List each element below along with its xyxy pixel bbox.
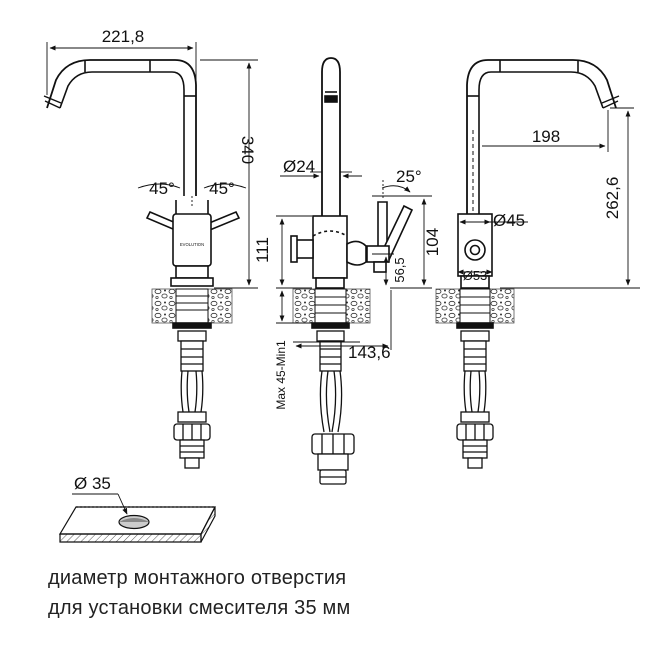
front-brand-label: EVOLUTION [180,242,204,247]
dim-countertop-thickness: Max 45-Min1 [274,340,288,410]
caption-line-2: для установки смесителя 35 мм [48,597,351,619]
back-hoses [456,330,494,469]
countertop-slab-edge [59,533,202,543]
front-countertop-left [151,288,177,324]
dim-handle-angle-right: 45° [209,179,235,198]
side-dimensions [276,171,432,350]
front-body [172,213,212,267]
back-spout-inner [478,71,604,214]
dim-spout-height: 262,6 [603,177,622,220]
back-spout [466,59,617,214]
dim-base-diameter: Ø53 [463,268,488,283]
back-view [435,59,620,469]
dim-depth: 143,6 [348,343,391,362]
side-body [312,215,348,279]
side-spout [321,57,341,216]
front-countertop-right [207,288,233,324]
dim-body-diameter: Ø45 [493,211,525,230]
front-dimensions [46,42,258,289]
dim-handle-angle-left: 45° [149,179,175,198]
front-hoses [173,330,211,469]
dim-spout-reach: 221,8 [102,27,145,46]
dim-hole-diameter: Ø 35 [74,474,111,493]
caption-line-1: диаметр монтажного отверстия [48,567,347,589]
mounting-hole-detail [58,493,216,543]
front-spout [46,59,197,196]
front-spout-inner [59,71,185,196]
front-view [43,59,241,469]
dim-spout-diameter: Ø24 [283,157,315,176]
dim-rear-reach: 198 [532,127,560,146]
dim-total-height: 340 [238,136,257,164]
side-hoses [311,330,355,485]
dim-handle-angle-side: 25° [396,167,422,186]
dim-handle-height: 104 [423,228,442,256]
back-dimensions [457,107,640,289]
dim-body-height: 111 [253,237,272,263]
dim-inlet-height: 56,5 [392,257,407,282]
